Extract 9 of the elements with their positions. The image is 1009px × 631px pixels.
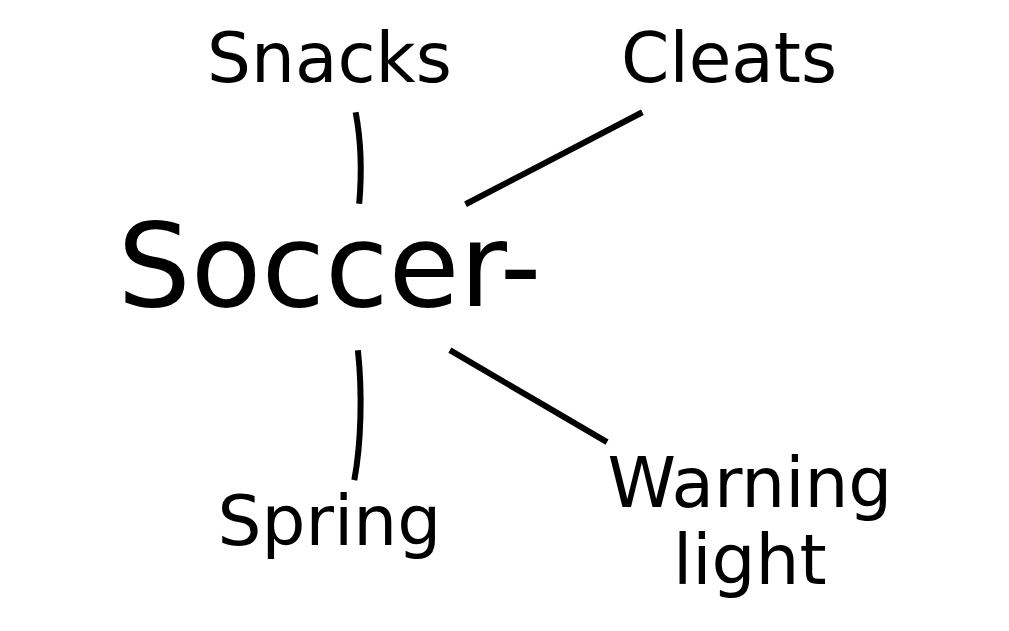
connector [352, 111, 364, 205]
connector [350, 349, 364, 481]
connector [463, 109, 644, 207]
connector [447, 347, 609, 445]
node-text: Soccer- [116, 199, 541, 334]
node-text: Warning light [606, 443, 892, 600]
node-text: Spring [217, 481, 441, 562]
node-text: Snacks [206, 18, 452, 99]
node-text: Cleats [620, 18, 837, 99]
